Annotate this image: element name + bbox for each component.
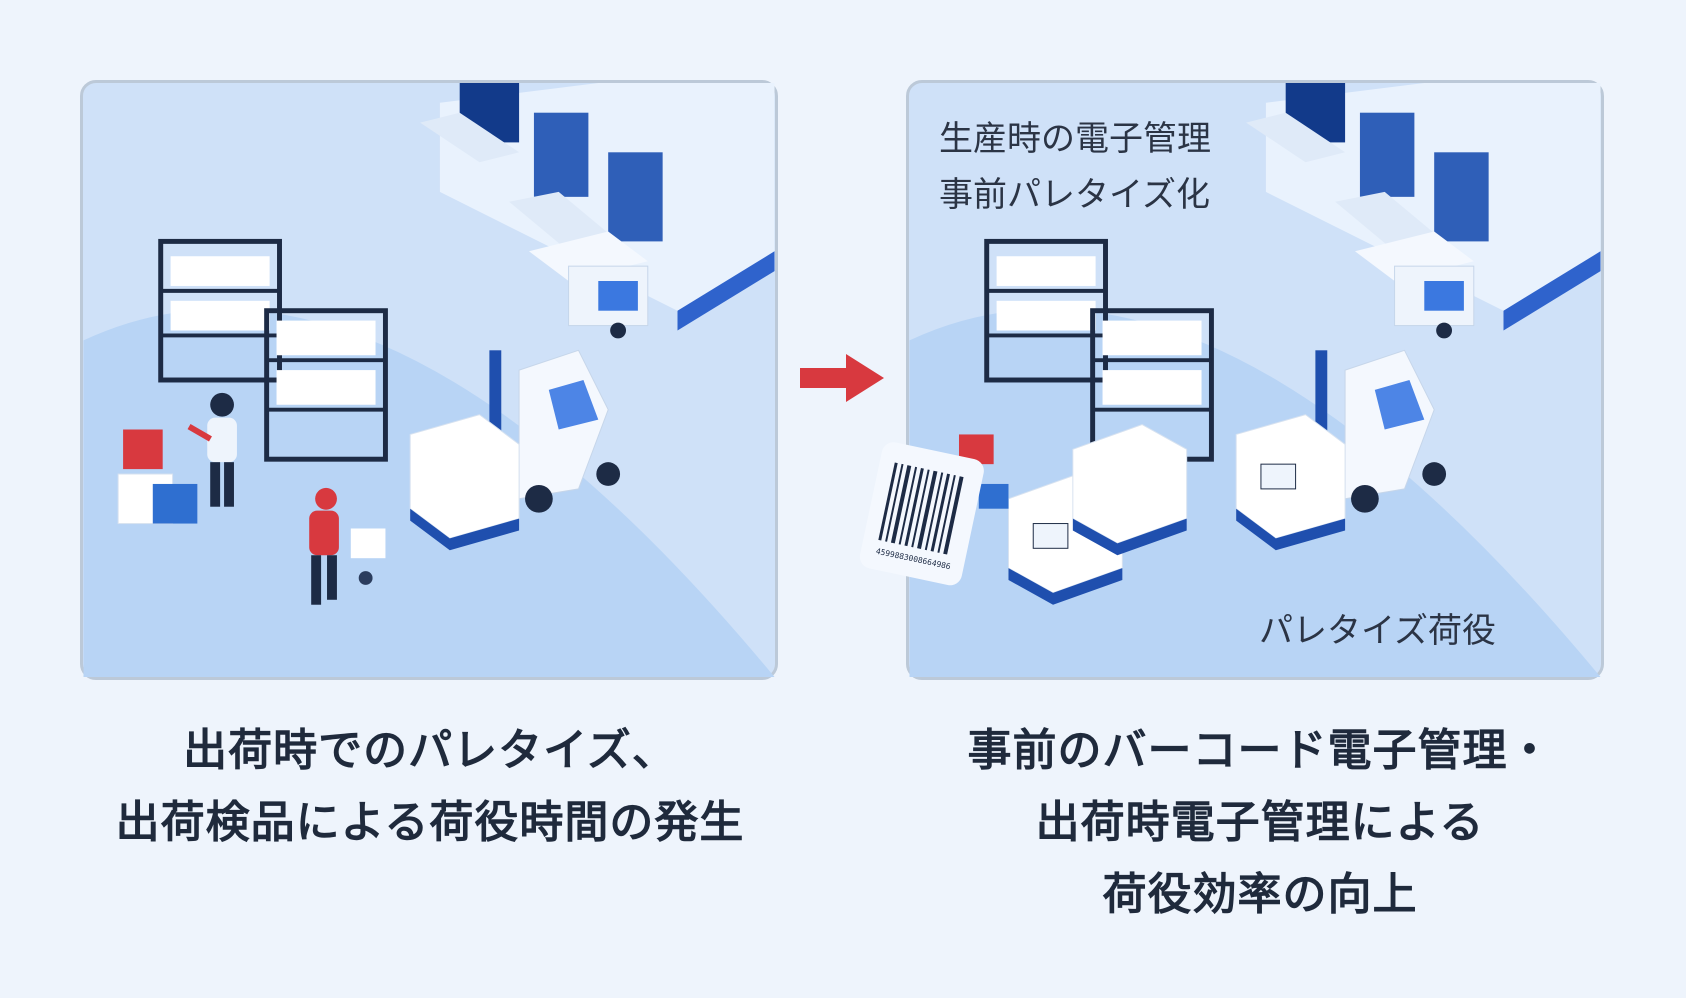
warehouse-after-illustration: 4599883008664986 bbox=[859, 83, 1601, 677]
worker-inspecting bbox=[187, 392, 237, 507]
after-caption-line-2: 出荷時電子管理による bbox=[1035, 797, 1485, 848]
electronic-management-label: 生産時の電子管理 事前パレタイズ化 bbox=[939, 111, 1211, 223]
label-line-2: 事前パレタイズ化 bbox=[939, 175, 1210, 215]
warehouse-building bbox=[420, 83, 775, 331]
before-caption-line-1: 出荷時でのパレタイズ、 bbox=[183, 725, 677, 776]
palletize-handling-label: パレタイズ荷役 bbox=[1259, 611, 1496, 651]
palletized-loads bbox=[958, 424, 1188, 605]
right-arrow-icon bbox=[800, 354, 884, 402]
storage-shelves bbox=[158, 238, 388, 462]
boxes-stack bbox=[117, 429, 198, 525]
after-illustration-panel: 4599883008664986 生産時の電子管理 事前パレタイズ化 パレタイズ… bbox=[859, 80, 1604, 680]
delivery-truck bbox=[528, 231, 649, 339]
label-line-1: 生産時の電子管理 bbox=[939, 119, 1211, 159]
barcode-label: 4599883008664986 bbox=[859, 442, 984, 586]
forklift-with-pallet bbox=[409, 349, 621, 551]
after-caption-line-1: 事前のバーコード電子管理・ bbox=[967, 725, 1553, 776]
before-caption-line-2: 出荷検品による荷役時間の発生 bbox=[115, 797, 745, 848]
after-caption: 事前のバーコード電子管理・ 出荷時電子管理による 荷役効率の向上 bbox=[880, 715, 1640, 931]
delivery-truck bbox=[1354, 231, 1475, 339]
before-caption: 出荷時でのパレタイズ、 出荷検品による荷役時間の発生 bbox=[60, 715, 800, 859]
warehouse-before-illustration bbox=[83, 83, 775, 677]
after-caption-line-3: 荷役効率の向上 bbox=[1102, 869, 1418, 920]
storage-shelves bbox=[984, 238, 1214, 462]
before-illustration-panel bbox=[80, 80, 778, 680]
forklift-with-pallet bbox=[1235, 349, 1447, 551]
worker-with-hand-truck bbox=[309, 487, 386, 605]
